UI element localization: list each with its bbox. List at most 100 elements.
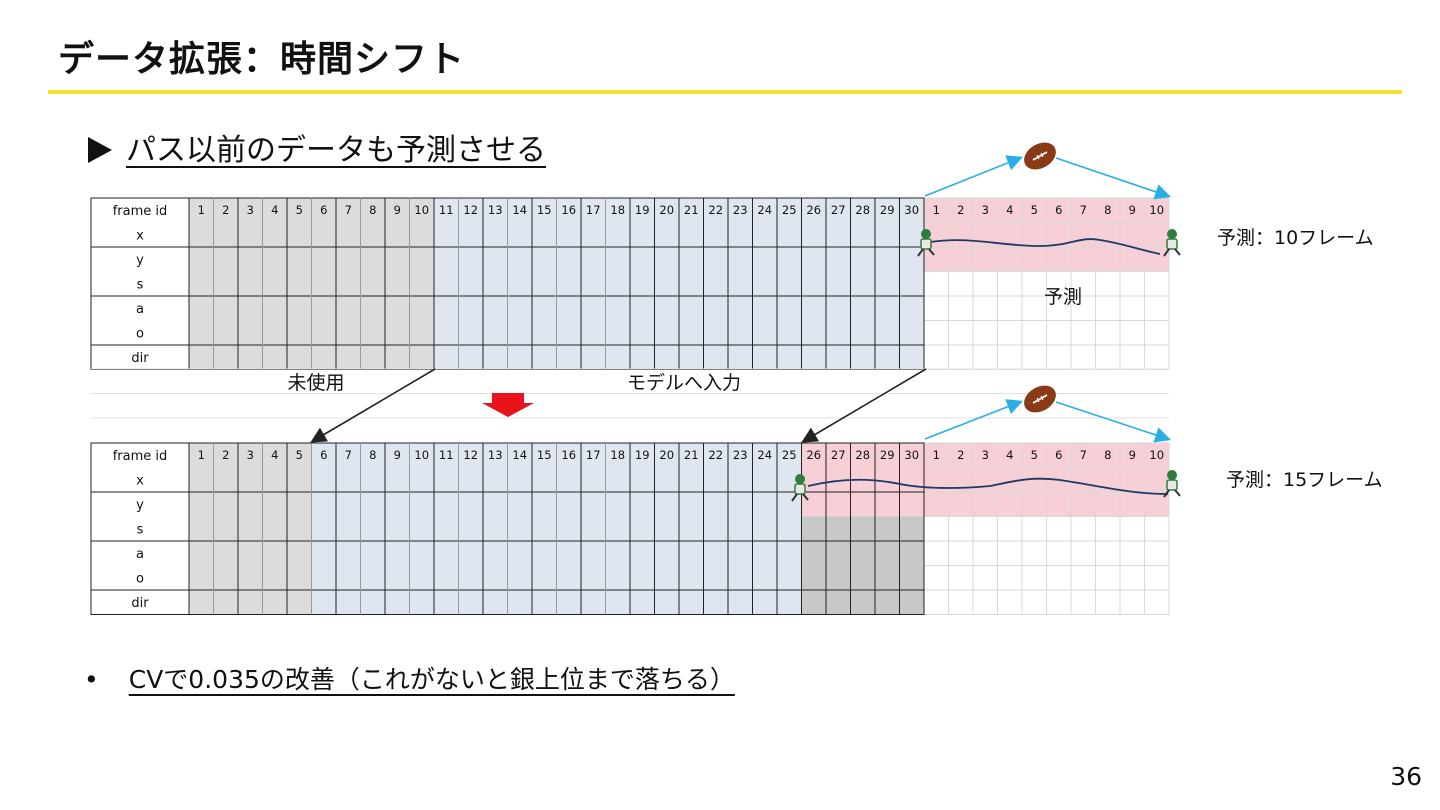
frame-id-label: 2 — [222, 203, 229, 217]
future-frame-id-label: 3 — [982, 203, 989, 217]
frame-id-label: 25 — [782, 203, 797, 217]
frame-id-label: 8 — [369, 203, 376, 217]
row-label: dir — [131, 596, 149, 611]
frame-id-label: 26 — [806, 448, 821, 462]
frame-id-label: 9 — [394, 448, 401, 462]
future-frame-id-label: 6 — [1055, 448, 1062, 462]
pass-arc — [925, 402, 1020, 439]
future-frame-id-label: 3 — [982, 448, 989, 462]
frame-id-label: 6 — [320, 203, 327, 217]
model-input-label: モデルへ入力 — [627, 372, 741, 394]
frame-id-label: 19 — [635, 448, 650, 462]
frame-id-label: 16 — [561, 203, 576, 217]
future-frame-id-label: 7 — [1080, 448, 1087, 462]
future-frame-id-label: 8 — [1104, 448, 1111, 462]
frame-id-label: 11 — [439, 448, 454, 462]
frame-id-label: 14 — [512, 203, 527, 217]
top-prediction-label: 予測：10フレーム — [1217, 226, 1374, 250]
row-label: x — [136, 474, 144, 489]
page-number: 36 — [1390, 762, 1422, 792]
pass-arc — [1056, 402, 1168, 439]
future-frame-id-label: 1 — [933, 203, 940, 217]
frame-id-label: 18 — [610, 448, 625, 462]
frame-id-label: 13 — [488, 448, 503, 462]
masked-target-region — [802, 517, 925, 615]
row-label: y — [136, 253, 144, 268]
frame-id-label: 6 — [320, 448, 327, 462]
future-frame-id-label: 8 — [1104, 203, 1111, 217]
frame-id-label: 14 — [512, 448, 527, 462]
shift-arrow — [804, 369, 926, 441]
frame-id-label: 26 — [806, 203, 821, 217]
bullet-dot: • — [84, 665, 99, 694]
result-bullet: • CVで0.035の改善（これがないと銀上位まで落ちる） — [84, 664, 735, 696]
frame-id-label: 18 — [610, 203, 625, 217]
row-label: x — [136, 229, 144, 244]
frame-id-label: 29 — [880, 203, 895, 217]
frame-id-label: 23 — [733, 203, 748, 217]
frame-id-label: 11 — [439, 203, 454, 217]
future-frame-id-label: 4 — [1006, 203, 1013, 217]
frame-id-label: 15 — [537, 448, 552, 462]
row-label: frame id — [113, 449, 168, 464]
frame-id-label: 21 — [684, 448, 699, 462]
frame-id-label: 4 — [271, 448, 278, 462]
frame-id-label: 29 — [880, 448, 895, 462]
frame-id-label: 24 — [757, 203, 772, 217]
frame-id-label: 21 — [684, 203, 699, 217]
football-icon — [1019, 380, 1060, 418]
future-frame-id-label: 5 — [1031, 203, 1038, 217]
row-label: o — [136, 572, 144, 587]
frame-id-label: 30 — [904, 203, 919, 217]
row-label: a — [136, 302, 144, 317]
frame-id-label: 1 — [198, 203, 205, 217]
future-frame-id-label: 2 — [957, 448, 964, 462]
future-frame-id-label: 9 — [1129, 203, 1136, 217]
frame-id-label: 12 — [463, 448, 478, 462]
future-frame-id-label: 2 — [957, 203, 964, 217]
pass-arc — [925, 158, 1020, 196]
frame-id-label: 7 — [345, 448, 352, 462]
frame-id-label: 8 — [369, 448, 376, 462]
frame-id-label: 7 — [345, 203, 352, 217]
frame-id-label: 2 — [222, 448, 229, 462]
unused-label: 未使用 — [287, 372, 344, 394]
frame-id-label: 1 — [198, 448, 205, 462]
future-frame-id-label: 10 — [1149, 448, 1164, 462]
frame-id-label: 25 — [782, 448, 797, 462]
predict-label: 予測 — [1044, 286, 1082, 308]
future-frame-id-label: 7 — [1080, 203, 1087, 217]
frame-id-label: 28 — [855, 448, 870, 462]
frame-id-label: 17 — [586, 448, 601, 462]
future-frame-id-label: 4 — [1006, 448, 1013, 462]
future-frame-id-label: 6 — [1055, 203, 1062, 217]
frame-id-label: 20 — [659, 448, 674, 462]
row-label: s — [137, 278, 144, 293]
row-label: o — [136, 327, 144, 342]
frame-id-label: 5 — [296, 448, 303, 462]
frame-id-label: 10 — [414, 448, 429, 462]
future-frame-id-label: 5 — [1031, 448, 1038, 462]
row-label: s — [137, 523, 144, 538]
frame-id-label: 5 — [296, 203, 303, 217]
down-arrow-icon — [482, 393, 534, 417]
frame-id-label: 20 — [659, 203, 674, 217]
frame-id-label: 30 — [904, 448, 919, 462]
pass-arc — [1056, 158, 1168, 196]
frame-id-label: 3 — [247, 448, 254, 462]
frame-id-label: 10 — [414, 203, 429, 217]
frame-id-label: 22 — [708, 203, 723, 217]
frame-id-label: 16 — [561, 448, 576, 462]
result-bullet-text: CVで0.035の改善（これがないと銀上位まで落ちる） — [129, 665, 735, 694]
row-label: frame id — [113, 204, 168, 219]
frame-id-label: 12 — [463, 203, 478, 217]
frame-id-label: 9 — [394, 203, 401, 217]
row-label: y — [136, 498, 144, 513]
frame-id-label: 19 — [635, 203, 650, 217]
frame-id-label: 22 — [708, 448, 723, 462]
football-icon — [1019, 137, 1060, 175]
future-frame-id-label: 10 — [1149, 203, 1164, 217]
frame-id-label: 13 — [488, 203, 503, 217]
bottom-prediction-label: 予測：15フレーム — [1226, 468, 1383, 492]
